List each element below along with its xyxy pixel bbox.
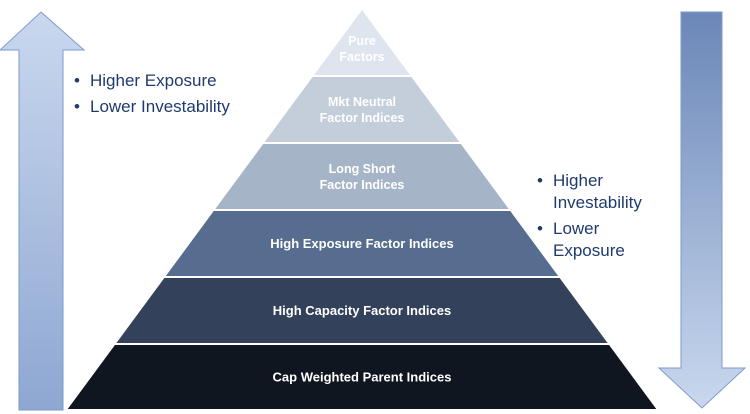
left-bullet-list: Higher Exposure Lower Investability — [72, 70, 232, 122]
left-bullet-lower-investability: Lower Investability — [72, 96, 232, 118]
tier-label-cap-weighted-parent-indices: Cap Weighted Parent Indices — [273, 370, 452, 385]
tier-high-exposure-factor-indices — [165, 211, 559, 276]
tier-label-high-capacity-factor-indices: High Capacity Factor Indices — [273, 303, 451, 318]
right-bullet-lower-exposure: Lower Exposure — [535, 218, 675, 262]
tier-pure-factors — [314, 10, 410, 75]
down-arrow-icon — [657, 11, 747, 409]
tier-high-capacity-factor-indices — [116, 278, 608, 343]
left-bullet-higher-exposure: Higher Exposure — [72, 70, 232, 92]
tier-long-short-factor-indices — [215, 144, 509, 209]
right-bullet-list: Higher Investability Lower Exposure — [535, 170, 675, 266]
tier-mkt-neutral-factor-indices — [264, 77, 460, 142]
up-arrow-icon — [0, 11, 86, 411]
right-bullet-higher-investability: Higher Investability — [535, 170, 675, 214]
tier-label-high-exposure-factor-indices: High Exposure Factor Indices — [270, 236, 454, 251]
tier-cap-weighted-parent-indices — [67, 345, 657, 409]
